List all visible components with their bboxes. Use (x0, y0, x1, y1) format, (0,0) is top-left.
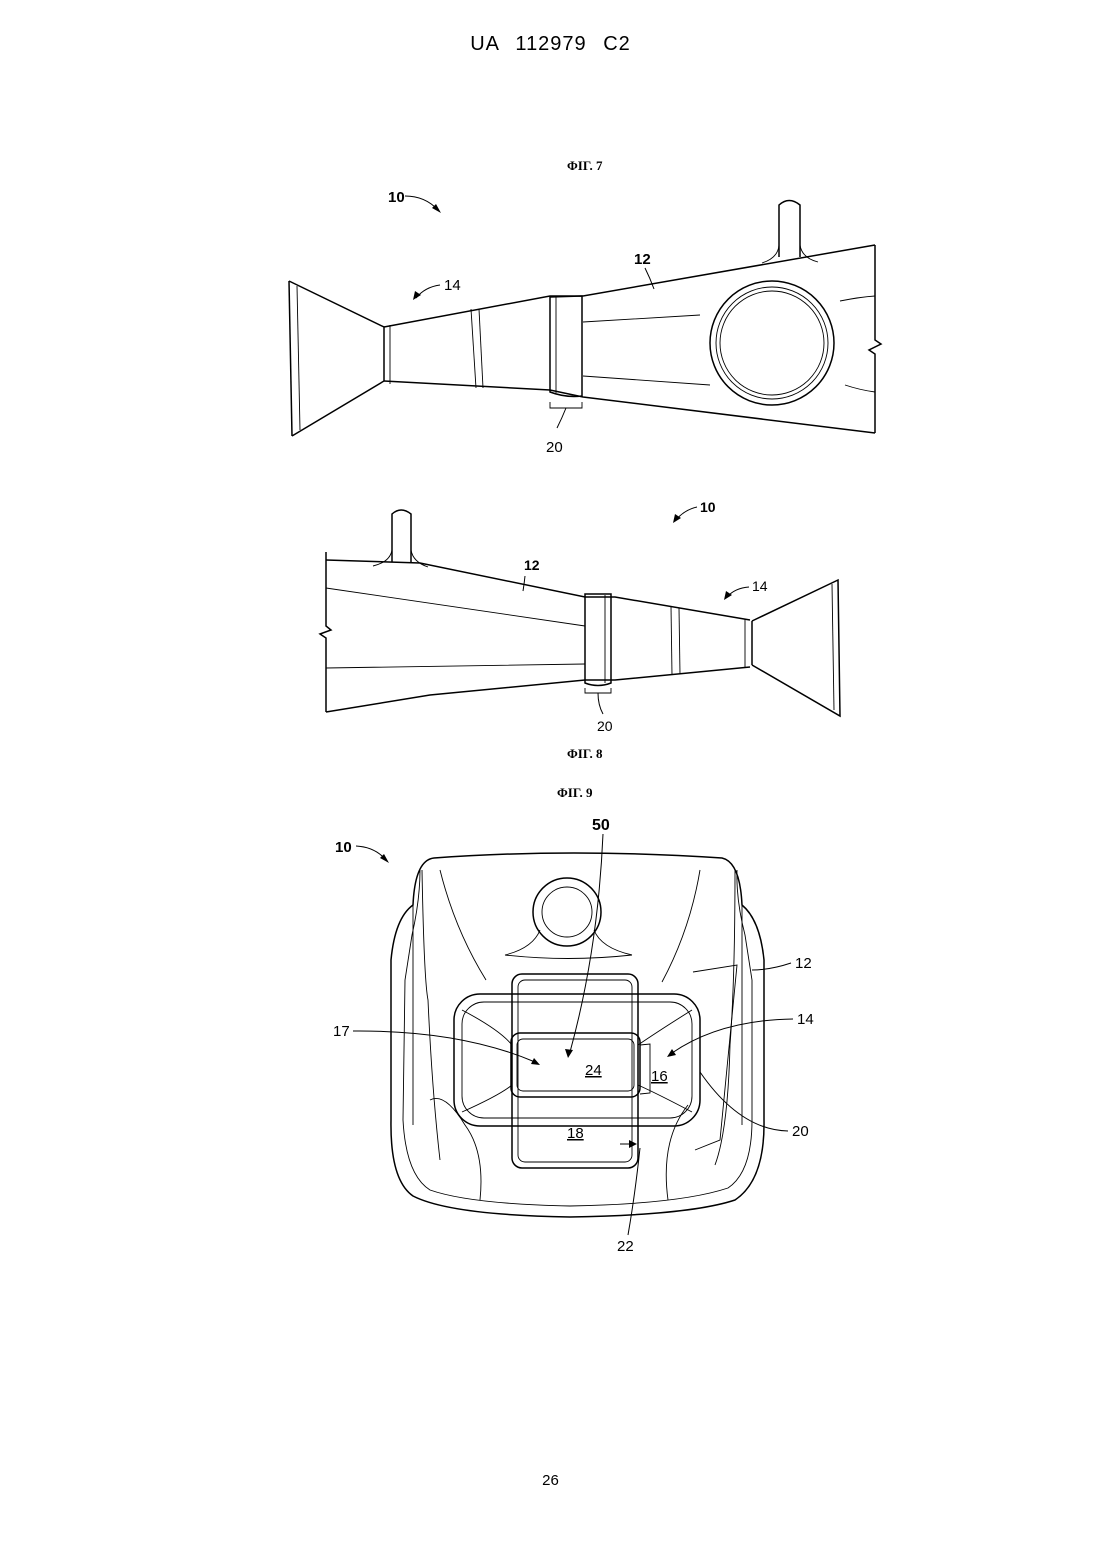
fig7-label-12: 12 (634, 251, 651, 268)
fig8-label-12: 12 (524, 557, 540, 573)
fig9-label-10: 10 (335, 839, 352, 856)
page-number: 26 (0, 1472, 1101, 1489)
fig7-label-14: 14 (444, 277, 461, 294)
fig8-label-10: 10 (700, 499, 716, 515)
fig9-label-18: 18 (567, 1125, 584, 1142)
fig9-label-16: 16 (651, 1068, 668, 1085)
fig9-label-17: 17 (333, 1023, 350, 1040)
fig9-label-22: 22 (617, 1238, 634, 1255)
figure-9-drawing: 10 50 12 14 17 24 16 20 18 22 (333, 817, 814, 1255)
fig9-label-20: 20 (792, 1123, 809, 1140)
fig9-label-50: 50 (592, 817, 610, 834)
fig9-label-14: 14 (797, 1011, 814, 1028)
fig7-label-20: 20 (546, 439, 563, 456)
figure-7-drawing: 10 12 14 20 (289, 189, 881, 456)
fig9-label-24: 24 (585, 1062, 602, 1079)
fig9-label-12: 12 (795, 955, 812, 972)
fig8-label-14: 14 (752, 578, 768, 594)
figure-8-drawing: 10 12 14 20 (320, 499, 840, 734)
fig7-label-10: 10 (388, 189, 405, 206)
fig8-label-20: 20 (597, 718, 613, 734)
